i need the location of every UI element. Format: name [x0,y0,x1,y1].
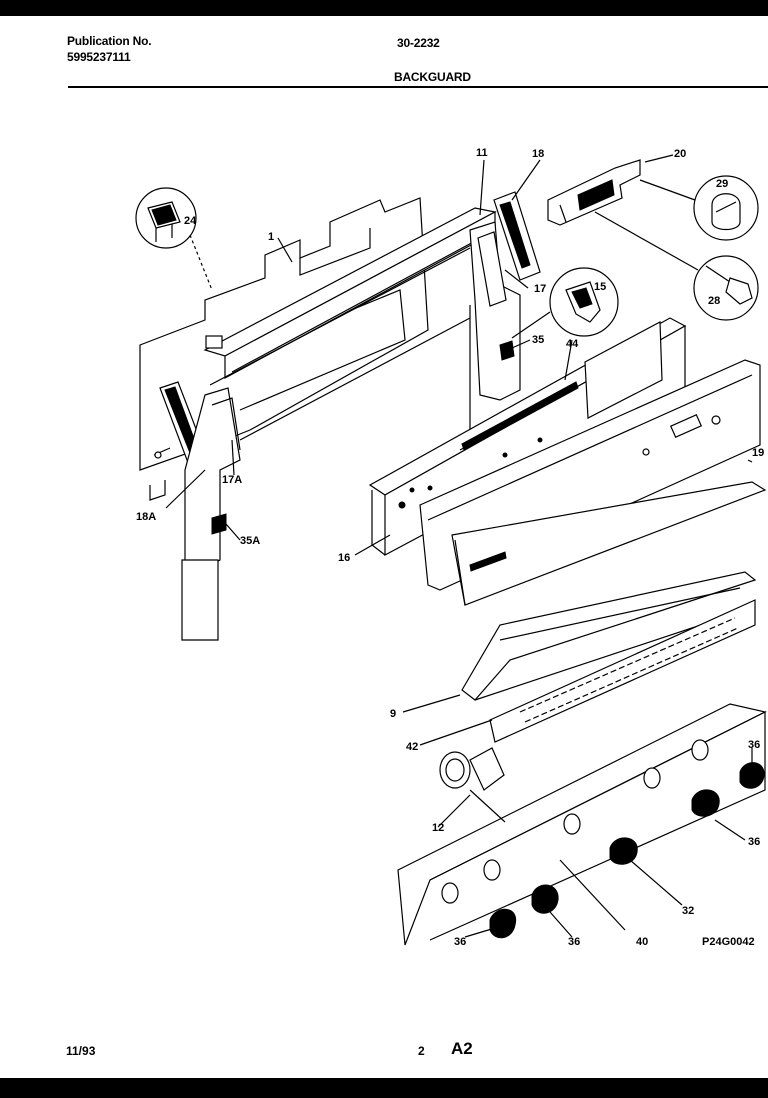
callout-28: 28 [708,295,720,307]
publication-label: Publication No. [67,34,152,48]
model-number: 30-2232 [397,36,440,50]
callout-35: 35 [532,334,544,346]
callout-29: 29 [716,178,728,190]
vent-42 [489,599,756,743]
top-rail [203,207,497,441]
callout-32: 32 [682,905,694,917]
publication-number: 5995237111 [67,50,131,64]
callout-36-bottom-mid: 36 [568,936,580,948]
switch-12 [439,747,506,823]
callout-40: 40 [636,936,648,948]
callout-24: 24 [184,215,197,227]
glass-panel [451,481,767,606]
top-border-bar [0,0,768,16]
footer-page-number: 2 [418,1044,425,1058]
footer-date: 11/93 [66,1044,96,1058]
callout-36-right-mid: 36 [748,836,760,848]
callout-19: 19 [752,447,764,459]
left-side-bracket [153,381,241,641]
callout-36-right-top: 36 [748,739,760,751]
footer-section-code: A2 [451,1039,473,1058]
inset-clip-15 [511,267,619,339]
knob-set [489,762,765,939]
callout-17: 17 [534,283,546,295]
inset-switch-24 [135,187,213,291]
leader-lines [165,154,753,938]
right-side-bracket [469,191,541,430]
callout-16: 16 [338,552,350,564]
callout-12: 12 [432,822,444,834]
callout-35a: 35A [240,535,260,547]
callout-42: 42 [406,741,418,753]
section-title: BACKGUARD [394,70,471,84]
callout-1: 1 [268,231,274,243]
bracket-20-assembly [547,159,759,321]
callout-18: 18 [532,148,544,160]
callout-9: 9 [390,708,396,720]
callout-labels: 1 11 18 20 29 28 24 15 17 35 44 19 18A 1… [136,147,764,948]
callout-36-bottom-left: 36 [454,936,466,948]
bottom-border-bar [0,1078,768,1098]
callout-15: 15 [594,281,606,293]
callout-17a: 17A [222,474,242,486]
header-rule [68,86,768,88]
callout-18a: 18A [136,511,156,523]
knob-rail-40 [397,703,767,946]
callout-44: 44 [566,338,579,350]
callout-11: 11 [476,147,488,159]
figure-code: P24G0042 [702,936,755,948]
callout-20: 20 [674,148,686,160]
